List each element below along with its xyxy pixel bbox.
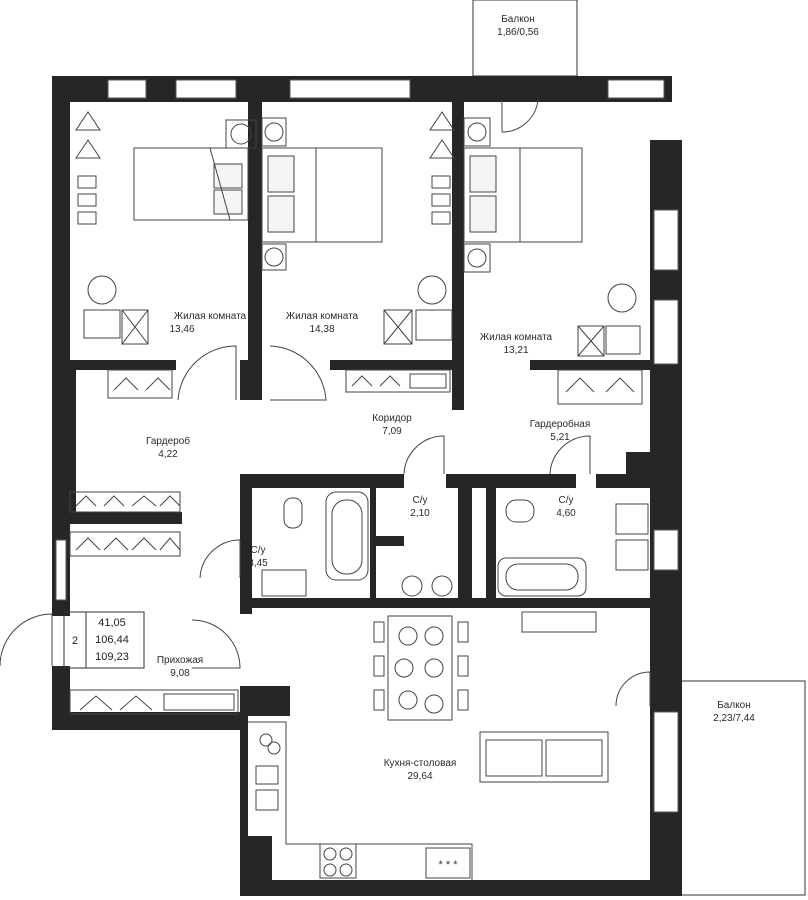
room-area: 13,21	[503, 345, 528, 356]
room-name: Балкон	[501, 14, 535, 25]
room-area: 4,60	[556, 508, 576, 519]
hangers-room-1	[75, 111, 101, 225]
room-name: Гардероб	[146, 435, 190, 447]
room-area: 4,22	[158, 449, 178, 460]
room-name: С/у	[559, 495, 574, 506]
room-name: Коридор	[372, 413, 412, 424]
room-area: 2,23/7,44	[713, 713, 755, 724]
room-area: 9,08	[170, 668, 190, 679]
interior-walls	[66, 100, 652, 880]
room-name: Жилая комната	[286, 311, 359, 322]
room-name: С/у	[251, 545, 266, 556]
apartment-summary: 2 41,05 106,44 109,23	[63, 611, 145, 669]
room-name: Балкон	[717, 700, 751, 711]
balcony-top-outline	[472, 0, 578, 77]
total-area: 106,44	[95, 634, 129, 646]
room-name: Гардеробная	[530, 418, 591, 430]
windows	[55, 79, 679, 813]
wardrobe-rails	[69, 369, 643, 715]
desk-room-2	[383, 275, 453, 345]
room-area: 29,64	[407, 771, 432, 782]
room-name: Жилая комната	[174, 311, 247, 322]
room-area: 5,21	[550, 432, 570, 443]
bathroom-fixtures	[261, 491, 649, 597]
desk-room-1	[83, 119, 257, 345]
doors	[0, 99, 651, 707]
sofa	[479, 731, 609, 783]
dining-table	[373, 615, 469, 721]
room-area: 2,10	[410, 508, 430, 519]
living-area: 41,05	[98, 617, 126, 629]
room-name: Жилая комната	[480, 332, 553, 343]
desk-room-3	[577, 283, 641, 357]
svg-text:* * *: * * *	[439, 859, 459, 871]
room-area: 3,45	[248, 558, 268, 569]
room-count: 2	[72, 635, 78, 647]
hangers-room-3	[429, 111, 455, 225]
room-area: 7,09	[382, 426, 402, 437]
bed-room-1	[133, 147, 249, 221]
room-labels: Жилая комната 13,46 Жилая комната 14,38 …	[146, 14, 755, 782]
room-name: Кухня-столовая	[384, 758, 457, 769]
room-area: 13,46	[169, 324, 194, 335]
room-area: 14,38	[309, 324, 334, 335]
bed-room-3	[463, 117, 583, 273]
tv-unit	[521, 611, 597, 633]
room-name: Прихожая	[157, 655, 203, 666]
room-name: С/у	[413, 495, 428, 506]
kitchen-counter: * * *	[248, 721, 473, 880]
total-with-balconies: 109,23	[95, 651, 129, 663]
room-area: 1,86/0,56	[497, 27, 539, 38]
bed-room-2	[261, 117, 383, 271]
